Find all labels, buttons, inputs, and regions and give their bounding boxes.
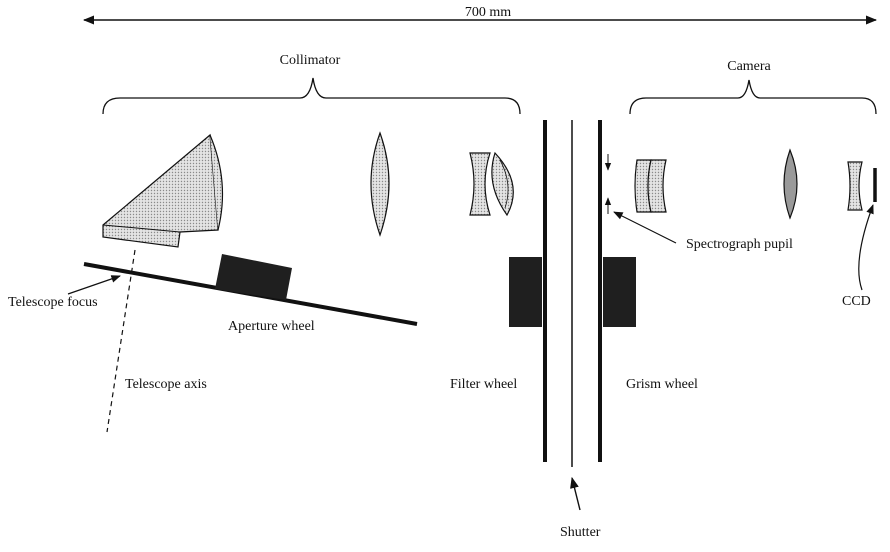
telescope-focus: Telescope focus: [8, 275, 121, 310]
telescope-axis: Telescope axis: [106, 249, 207, 433]
aperture-wheel: Aperture wheel: [83, 254, 418, 334]
fold-prism: [102, 133, 224, 248]
telescope-axis-line: [106, 249, 136, 433]
doublet-positive-element: [491, 151, 514, 217]
collimator-lens: [370, 131, 390, 237]
filter-wheel-label: Filter wheel: [450, 377, 517, 392]
filter-wheel: [509, 120, 547, 462]
scale-bar: 700 mm: [82, 5, 878, 25]
doublet-negative-element: [469, 152, 491, 216]
grism-wheel-hub: [603, 257, 636, 327]
field-flattener-lens: [847, 161, 863, 211]
grism-wheel: [598, 120, 636, 462]
shutter-leader: [570, 476, 581, 511]
camera-group: Camera: [629, 59, 877, 115]
prism-edge: [102, 224, 181, 233]
collimator-label: Collimator: [280, 53, 341, 68]
ccd-detector: CCD: [842, 168, 877, 309]
camera-lens: [783, 148, 798, 220]
grism-wheel-label: Grism wheel: [626, 377, 698, 392]
filter-wheel-hub: [509, 257, 542, 327]
ccd-leader: [858, 204, 874, 291]
camera-doublet: [634, 159, 667, 213]
collimator-brace: [102, 77, 521, 115]
telescope-focus-leader: [67, 275, 121, 295]
prism-lens-face: [209, 134, 224, 231]
shutter-label: Shutter: [560, 525, 601, 540]
camera-doublet-rear: [647, 159, 667, 213]
collimator-doublet: [469, 151, 514, 217]
camera-brace: [629, 79, 877, 115]
shutter-callout: Shutter: [560, 476, 601, 540]
aperture-wheel-label: Aperture wheel: [228, 319, 315, 334]
ccd-label: CCD: [842, 294, 871, 309]
pupil-markers: Spectrograph pupil: [604, 154, 793, 252]
aperture-wheel-hub: [215, 254, 292, 300]
spectrograph-pupil-label: Spectrograph pupil: [686, 237, 793, 252]
pupil-leader: [613, 211, 677, 244]
telescope-axis-label: Telescope axis: [125, 377, 207, 392]
telescope-focus-label: Telescope focus: [8, 295, 98, 310]
collimator-group: Collimator: [102, 53, 521, 115]
scale-label: 700 mm: [465, 5, 511, 20]
camera-label: Camera: [727, 59, 771, 74]
doublet-inner-curve: [499, 159, 509, 209]
